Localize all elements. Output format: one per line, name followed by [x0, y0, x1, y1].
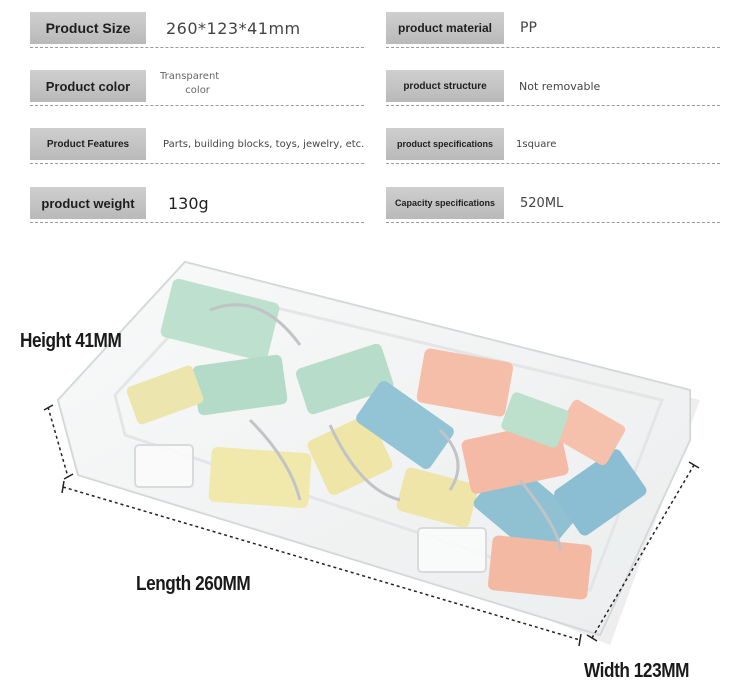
clip-yellow [208, 446, 312, 509]
dashed-divider [30, 222, 364, 223]
spec-value-line: Transparent [160, 71, 220, 82]
dashed-divider [30, 47, 364, 48]
spec-label: product weight [30, 187, 146, 219]
height-dimension-line [47, 406, 69, 478]
clip-wire [209, 303, 302, 346]
clip-wire [518, 479, 562, 551]
clip-wire [438, 428, 460, 491]
box-latch [134, 444, 194, 488]
box-lid-overlay [58, 262, 690, 635]
clip-wire [248, 418, 302, 501]
spec-row-product-weight: product weight 130g [30, 187, 364, 223]
dashed-divider [386, 222, 720, 223]
clip-green [192, 354, 288, 416]
spec-label: Product color [30, 70, 146, 102]
height-label: Height 41MM [20, 330, 122, 352]
spec-value: 1square [516, 138, 557, 150]
dimension-tick [578, 633, 582, 647]
clip-wire [328, 424, 401, 502]
spec-value: Parts, building blocks, toys, jewelry, e… [163, 138, 365, 150]
spec-table: Product Size 260*123*41mm product materi… [0, 0, 750, 230]
dimension-tick [43, 404, 54, 411]
clip-orange [487, 535, 592, 600]
spec-row-product-structure: product structure Not removable [386, 70, 720, 106]
spec-value: Transparent color [160, 70, 219, 102]
dashed-divider [386, 105, 720, 106]
clip-green [296, 343, 394, 415]
dimension-tick [688, 461, 700, 469]
spec-value: 520ML [520, 195, 564, 211]
spec-value: 260*123*41mm [166, 18, 301, 38]
clip-green [501, 392, 569, 448]
dimension-tick [586, 634, 598, 642]
spec-value-line: color [185, 85, 210, 96]
transparent-box-illustration [43, 260, 700, 647]
spec-value: 130g [168, 193, 209, 213]
width-label: Width 123MM [584, 660, 690, 682]
dimension-tick [63, 473, 74, 480]
dashed-divider [386, 163, 720, 164]
spec-label: product material [386, 12, 504, 44]
clip-yellow [126, 365, 204, 425]
spec-label: product specifications [386, 128, 504, 160]
clip-yellow [396, 467, 479, 528]
clip-green [160, 278, 280, 362]
dashed-divider [30, 105, 364, 106]
dimension-tick [61, 480, 65, 494]
spec-label: product structure [386, 70, 504, 102]
product-photo: Height 41MM Length 260MM Width 123MM [0, 250, 750, 689]
spec-row-product-specifications: product specifications 1square [386, 128, 720, 164]
dashed-divider [30, 163, 364, 164]
spec-row-product-material: product material PP [386, 12, 720, 48]
spec-value: PP [520, 20, 537, 36]
spec-row-capacity-specifications: Capacity specifications 520ML [386, 187, 720, 223]
spec-row-product-color: Product color Transparent color [30, 70, 364, 106]
clip-orange [554, 399, 626, 466]
clip-blue [356, 381, 454, 469]
spec-label: Capacity specifications [386, 187, 504, 219]
box-latch [417, 527, 487, 573]
spec-label: Product Size [30, 12, 146, 44]
spec-value: Not removable [519, 79, 601, 93]
clip-blue [554, 449, 647, 536]
spec-label: Product Features [30, 128, 146, 160]
length-label: Length 260MM [136, 573, 251, 595]
binder-clips [126, 278, 647, 600]
clip-yellow [307, 414, 393, 496]
spec-row-product-features: Product Features Parts, building blocks,… [30, 128, 364, 164]
clip-orange [416, 348, 514, 417]
dashed-divider [386, 47, 720, 48]
spec-row-product-size: Product Size 260*123*41mm [30, 12, 364, 48]
